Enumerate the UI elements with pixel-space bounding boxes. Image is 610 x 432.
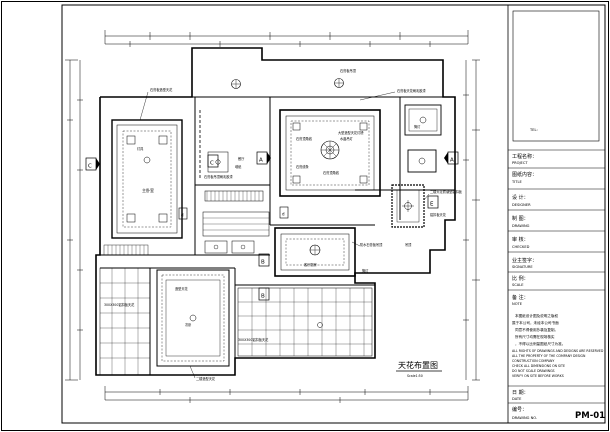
sign-en-label: SIGNATURE — [512, 265, 533, 269]
date-cn-label: 日 期： — [512, 390, 529, 396]
master-bedroom-ceiling: 主卧室 灯具 石膏板造型天花 — [111, 87, 183, 239]
kitchen-ceiling: 300X300铝扣板天花 — [99, 244, 151, 376]
gypsum-top-note: 石膏板吊顶 — [340, 68, 357, 73]
drawing-name-en-label: TITLE — [511, 180, 522, 184]
drawing-title: 天花布置图 — [398, 360, 438, 370]
tel-label: TEL: — [529, 128, 538, 132]
svg-text:B: B — [261, 260, 265, 266]
bathroom-ceiling: 300X300铝扣板天花 — [237, 287, 373, 357]
notice-cn-3: 同意不得使用抄袭及复制。 — [515, 327, 558, 332]
title-block: TEL: 工程名称： PROJECT 图纸内容： TITLE 设 计： DESI… — [507, 5, 605, 423]
dimension-lines — [65, 30, 480, 403]
ceiling-note-b: 石膏线条 — [296, 164, 310, 169]
svg-text:A: A — [259, 158, 263, 164]
section-mark-c-center: C — [207, 154, 219, 168]
living-room-ceiling: 水晶吊灯 石膏顶角线 石膏线条 石膏顶角线 大型造型天花灯槽 — [279, 109, 381, 197]
sheet-cn-label: 编号： — [512, 406, 527, 413]
wall-note: 墙纸 — [235, 164, 242, 169]
section-mark-d: d d — [178, 206, 289, 220]
corridor-ceiling: 石膏板吊顶刷乳胶漆 餐厅 墙纸 — [199, 110, 270, 254]
notice-en-4: CHECK ALL DIMENSIONS ON SITE — [512, 364, 565, 368]
light-trough-left-note: 石膏板造型天花 — [150, 87, 173, 92]
notice-cn-5: ，不得以比例量图纸尺寸为准。 — [515, 341, 565, 346]
dining-label: 餐厅 — [238, 156, 245, 161]
section-mark-a-right: A — [444, 151, 459, 165]
design-cn-label: 设 计： — [512, 194, 529, 201]
top-room-ceiling: 石膏板吊顶 石膏板天花刷乳胶漆 — [231, 68, 426, 101]
notice-cn-1: 本图纸设计图及说明之版权 — [515, 313, 559, 318]
bedroom-b-label: 客厅厨房 — [304, 262, 317, 267]
corridor-note: 石膏板吊顶刷乳胶漆 — [204, 174, 233, 179]
right-note-b: 铝扣板天花 — [430, 212, 447, 217]
pendant-lamp-note: 水晶吊灯 — [340, 136, 354, 141]
notice-en-2: ALL THE PROPERTY OF THE COMPANY DESIGN — [512, 354, 586, 358]
floor-plan-walls — [95, 47, 456, 376]
notice-cn-2: 属于本公司，未经本公司书面 — [512, 320, 559, 325]
sheet-inner-border — [61, 4, 606, 424]
right-note-a: 二楼天花防潮型铝扣板 — [430, 189, 463, 194]
dining-ceiling: 客厅厨房 防水石膏板吊顶 筒灯 — [274, 227, 383, 277]
interior-walls — [100, 96, 455, 375]
right-rooms-ceiling: 筒灯 二楼天花防潮型铝扣板 铝扣板天花 吊顶 — [391, 104, 463, 247]
note-en-label: NOTE — [512, 302, 523, 306]
project-cn-label: 工程名称： — [512, 153, 537, 160]
mid-note: 防水石膏板吊顶 — [360, 242, 383, 247]
check-en-label: CHECKED — [512, 245, 530, 249]
section-mark-c-left: C — [85, 157, 100, 171]
small-bedroom-ceiling: 次卧 造型天花 二楼造型天花 — [156, 269, 230, 381]
svg-text:d: d — [181, 213, 184, 218]
sheet-number: PM-01 — [575, 411, 605, 421]
notice-en-3: CONSTRUCTION COMPANY — [512, 359, 554, 363]
svg-text:A: A — [450, 158, 454, 164]
logo-box — [512, 10, 600, 142]
project-en-label: PROJECT — [512, 161, 528, 165]
svg-text:C: C — [210, 161, 214, 167]
dining-note: 筒灯 — [362, 268, 369, 273]
notice-en-6: VERIFY ON SITE BEFORE WORKS — [512, 374, 564, 378]
design-en-label: DESIGNER — [512, 203, 531, 207]
lr-note: 石膏顶角线 — [323, 170, 340, 175]
drawing-title-block: 天花布置图 Scale1:50 — [396, 360, 442, 378]
notice-cn-4: 所有尺寸均需在现场核实 — [515, 334, 555, 339]
section-mark-b-lower: B — [258, 287, 270, 301]
scale-en-label: SCALE — [512, 283, 524, 287]
date-en-label: DATE — [512, 397, 522, 401]
section-mark-b-upper: B — [258, 253, 270, 267]
ceiling-note-a: 石膏顶角线 — [296, 136, 313, 141]
svg-text:d: d — [282, 212, 285, 217]
notice-en-5: DO NOT SCALE DRAWINGS — [512, 369, 555, 373]
section-mark-a-left: A — [256, 151, 271, 165]
draw-cn-label: 制 图： — [512, 215, 529, 222]
sign-cn-label: 业主签字： — [512, 257, 537, 264]
bath-note: 300X300铝扣板天花 — [238, 337, 269, 342]
note-cn-label: 备 注： — [512, 294, 529, 301]
scale-cn-label: 比 例： — [512, 275, 529, 282]
master-bedroom-label: 主卧室 — [142, 187, 154, 193]
drawing-scale: Scale1:50 — [407, 374, 423, 378]
bedroom-note: 灯具 — [137, 146, 144, 151]
svg-text:E: E — [430, 202, 434, 208]
notice-en-1: ALL RIGHTS OF DRAWINGS AND DESIGNS ARE R… — [512, 349, 604, 353]
drawing-name-cn-label: 图纸内容： — [512, 171, 537, 178]
section-mark-e: E — [427, 195, 439, 209]
kitchen-note: 300X300铝扣板天花 — [104, 302, 135, 307]
check-cn-label: 审 核： — [512, 236, 529, 243]
light-trough-top-note: 石膏板天花刷乳胶漆 — [397, 88, 426, 93]
bottom-note: 二楼造型天花 — [196, 376, 216, 381]
beam-note: 吊顶 — [405, 243, 412, 247]
sheet-en-label: DRAWING NO. — [512, 416, 537, 420]
draw-en-label: DRAWING — [512, 224, 530, 228]
svg-text:C: C — [88, 164, 92, 170]
small-room-label: 次卧 — [185, 322, 192, 327]
svg-text:B: B — [261, 294, 265, 300]
left-note: 造型天花 — [175, 286, 189, 291]
center-note: 大型造型天花灯槽 — [338, 130, 364, 135]
down-light-note-a: 筒灯 — [414, 124, 421, 129]
